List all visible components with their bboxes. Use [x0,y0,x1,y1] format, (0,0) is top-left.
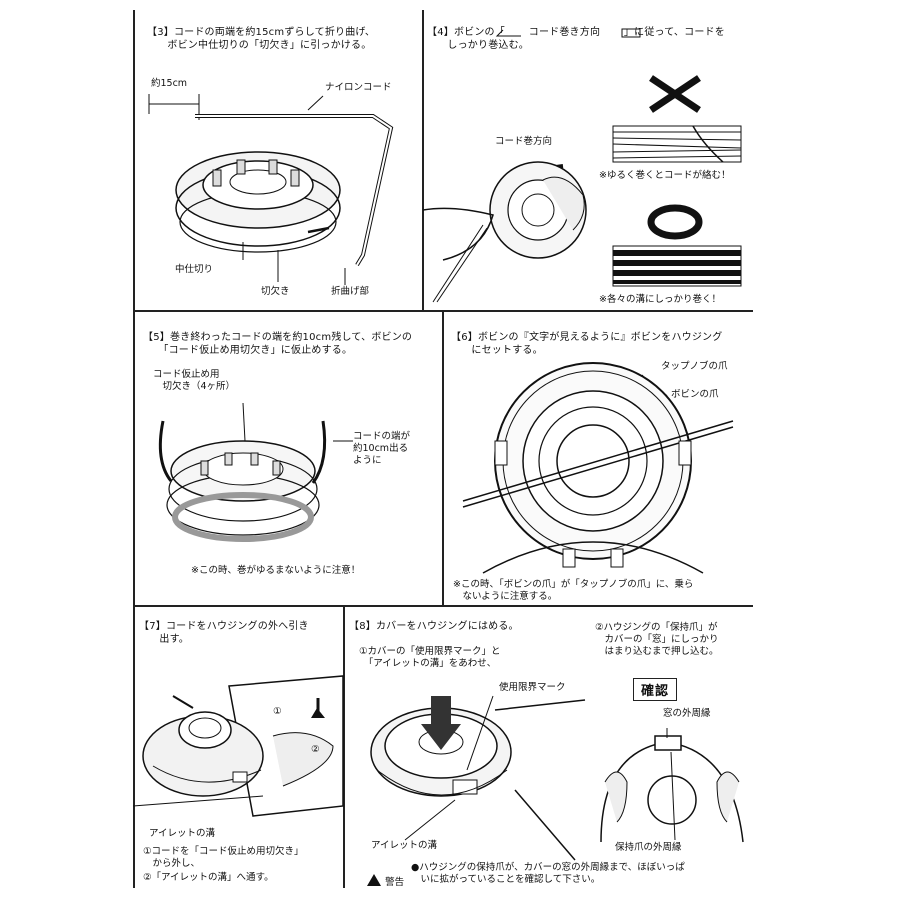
warning-icon [367,874,382,886]
warning-text: ●ハウジングの保持爪が、カバーの窓の外周縁まで、ほぼいっぱ いに拡がっていること… [411,862,685,885]
step-7-panel: 【7】コードをハウジングの外へ引き 出す。 ① ② アイレットの溝 ①コードを「… [132,606,344,888]
divider-row2 [133,605,753,607]
usage-limit-label: 使用限界マーク [499,682,566,693]
pull-cord-illustration [132,675,344,817]
cross-mark-icon [649,75,701,113]
step-5-caption: 【5】巻き終わったコードの端を約10cm残して、ボビンの 「コード仮止め用切欠き… [143,332,413,356]
spool-bend-illustration [148,94,394,285]
step-4-panel: 【4】ボビンの「 コード巻き方向 」に従って、コードを しっかり巻込む。 コード… [422,10,753,310]
divider-left [133,10,135,888]
direction-box-icon [621,28,641,38]
divider-row1 [133,310,753,312]
step-7-instruction-2: ②「アイレットの溝」へ通す。 [143,872,274,883]
step-8-instruction-1: ①カバーの「使用限界マーク」と 「アイレットの溝」をあわせ、 [359,646,501,669]
step-6-caption: 【6】ボビンの『文字が見えるように』ボビンをハウジング にセットする。 [451,332,723,356]
cord-end-label: コードの端が 約10cm出る ように [353,431,411,466]
bend-label: 折曲げ部 [331,286,370,297]
claw-detail-illustration [600,728,744,843]
bad-winding-note: ※ゆるく巻くとコードが絡む！ [599,170,731,181]
step-8-caption: 【8】カバーをハウジングにはめる。 [349,621,519,632]
wind-direction-label: コード巻方向 [495,136,553,147]
step-8-panel: 【8】カバーをハウジングにはめる。 ①カバーの「使用限界マーク」と 「アイレット… [345,606,753,888]
step-7-caption: 【7】コードをハウジングの外へ引き 出す。 [139,621,309,645]
step-3-panel: 【3】コードの両端を約15cmずらして折り曲げ、 ボビン中仕切りの「切欠き」に引… [133,10,422,310]
mark-2: ② [311,744,320,755]
circle-mark-icon [647,204,703,240]
step-3-caption: 【3】コードの両端を約15cmずらして折り曲げ、 ボビン中仕切りの「切欠き」に引… [147,27,376,51]
step-6-panel: 【6】ボビンの『文字が見えるように』ボビンをハウジング にセットする。 タップノ… [443,311,753,605]
claw-caution-note: ※この時、「ボビンの爪」が「タップノブの爪」に、乗ら ないように注意する。 [453,579,694,602]
winding-illustration [422,161,587,303]
eyelet-groove-label: アイレットの溝 [149,828,216,839]
confirm-badge: 確認 [633,678,678,701]
divider-center-mid [442,310,444,605]
claw-edge-label: 保持爪の外周縁 [615,842,682,853]
step-7-instruction-1: ①コードを「コード仮止め用切欠き」 から外し、 [143,846,304,869]
mark-1: ① [273,706,282,717]
step-5-panel: 【5】巻き終わったコードの端を約10cm残して、ボビンの 「コード仮止め用切欠き… [133,311,442,605]
warning-word: 警告 [385,877,405,888]
loosen-caution-note: ※この時、巻がゆるまないように注意！ [191,565,361,576]
cover-eyelet-label: アイレットの溝 [371,840,438,851]
window-edge-label: 窓の外周縁 [663,708,711,719]
bobbin-claw-label: ボビンの爪 [671,389,719,400]
nylon-cord-label: ナイロンコード [325,82,392,93]
spool-with-ends-illustration [158,402,353,542]
housing-illustration [462,362,734,574]
divider-center-top [422,10,424,310]
temp-notch-label: コード仮止め用 切欠き（4ヶ所） [153,369,236,392]
tight-winding-illustration [612,245,742,287]
length-label: 約15cm [151,78,188,89]
loose-winding-illustration [612,125,742,163]
manual-page: 【3】コードの両端を約15cmずらして折り曲げ、 ボビン中仕切りの「切欠き」に引… [132,10,753,888]
good-winding-note: ※各々の溝にしっかり巻く！ [599,294,721,305]
cover-illustration [370,695,586,861]
tap-knob-claw-label: タップノブの爪 [661,361,728,372]
divider-label: 中仕切り [175,264,214,275]
direction-arrow-icon [495,29,521,37]
step-4-caption: 【4】ボビンの「 コード巻き方向 」に従って、コードを しっかり巻込む。 [427,27,725,51]
warning-title: 警告 [349,862,404,901]
step-8-instruction-2: ②ハウジングの「保持爪」が カバーの「窓」にしっかり はまり込むまで押し込む。 [595,622,719,657]
notch-label: 切欠き [261,286,290,297]
